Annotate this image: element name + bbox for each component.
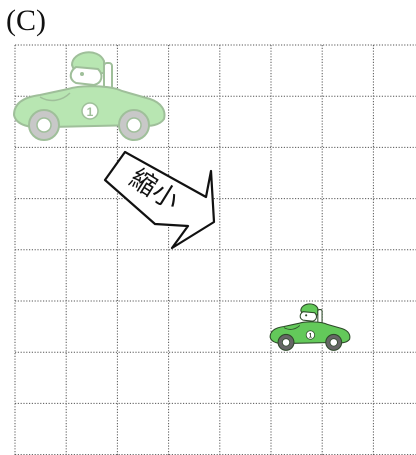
wheel-hub [282, 339, 289, 346]
car-drawing: 1 [270, 304, 350, 350]
driver-face [71, 67, 102, 85]
wheel-hub [127, 118, 141, 132]
reduced-car: 1 [270, 304, 350, 350]
wheel-hub [330, 339, 337, 346]
reduction-arrow: 縮小 [105, 152, 214, 248]
car-drawing: 1 [14, 52, 164, 140]
car-number: 1 [309, 333, 313, 340]
original-car: 1 [14, 52, 164, 140]
car-number: 1 [87, 105, 94, 119]
driver-eye [305, 314, 307, 316]
wheel-hub [37, 118, 51, 132]
driver-eye [80, 72, 84, 76]
driver-face [300, 312, 316, 322]
